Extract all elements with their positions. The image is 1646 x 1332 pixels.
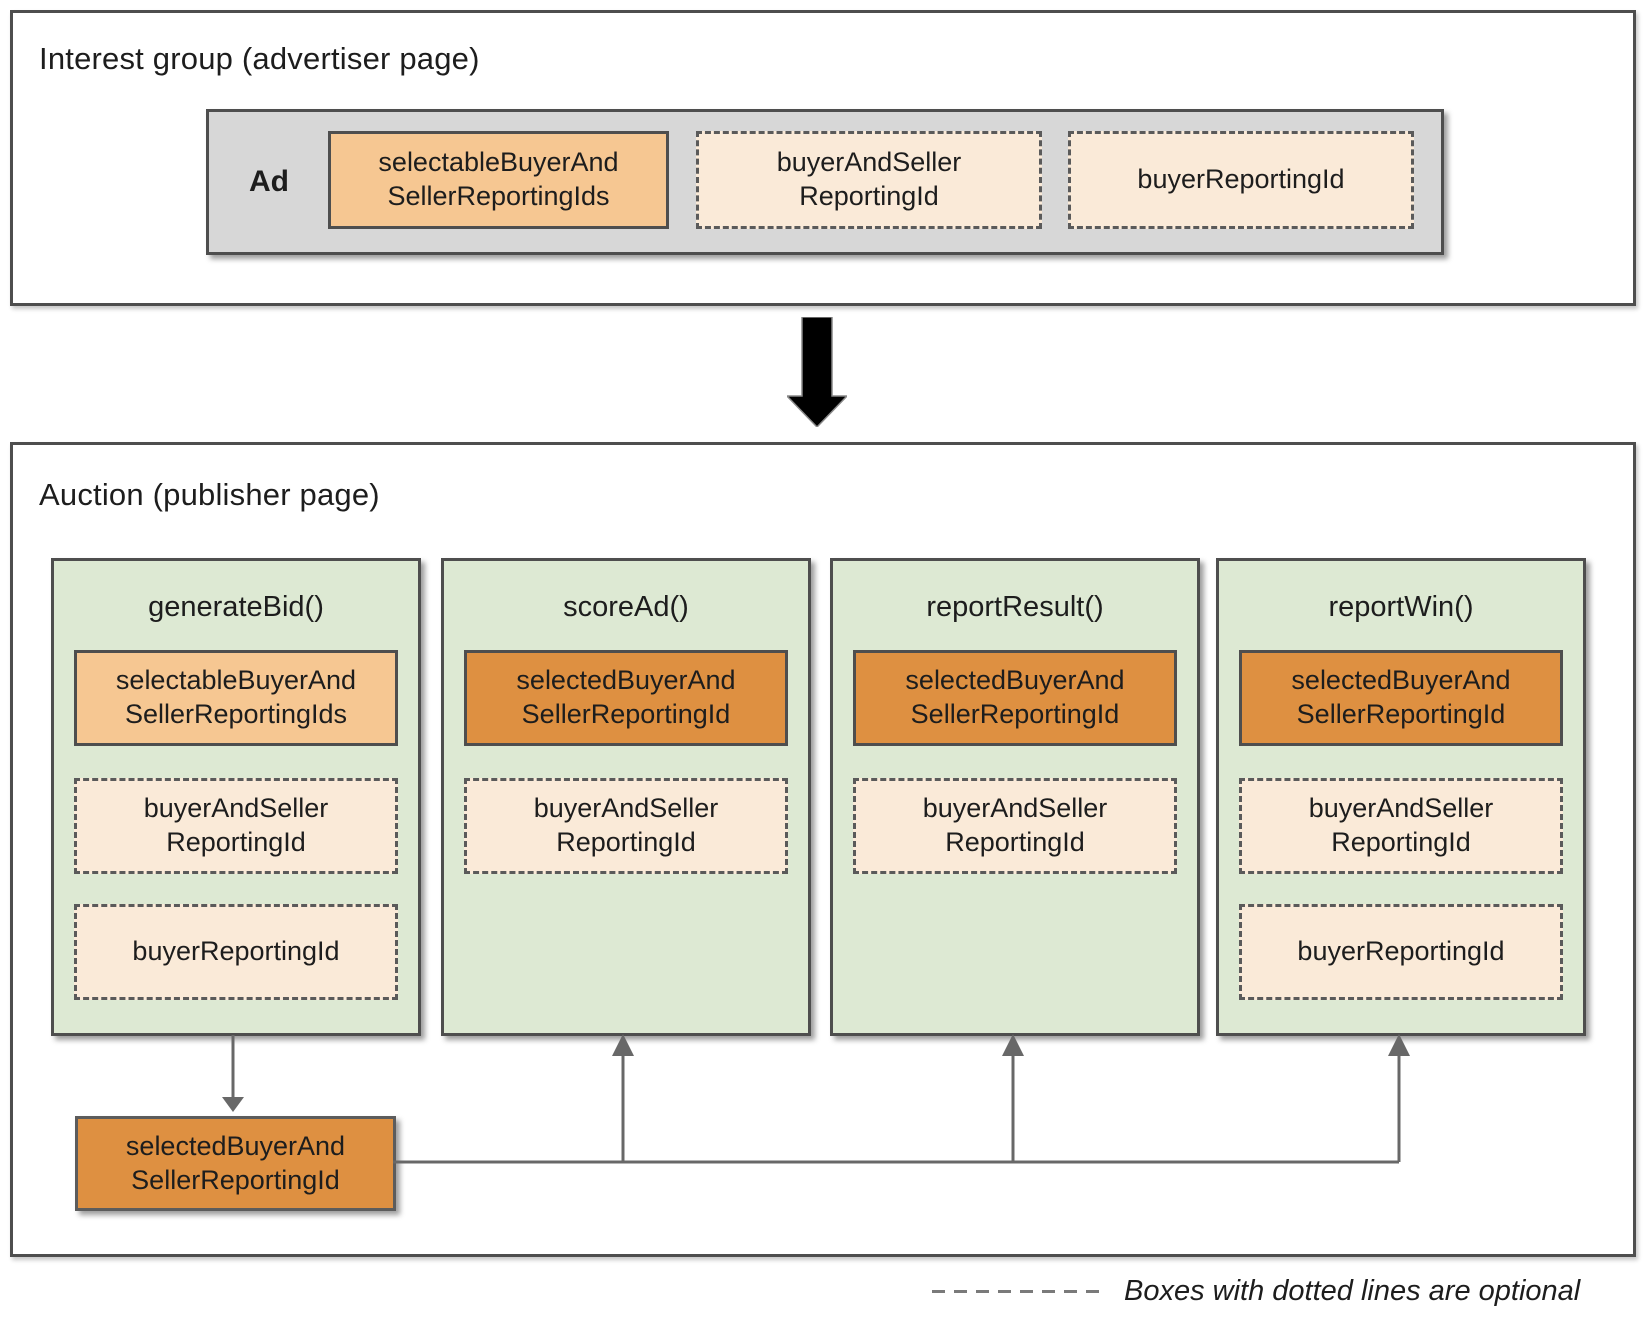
box-selectable-buyer-and-seller-reporting-ids: selectableBuyerAnd SellerReportingIds bbox=[74, 650, 398, 746]
box-label: selectedBuyerAnd SellerReportingId bbox=[125, 1130, 346, 1195]
box-buyer-and-seller-reporting-id: buyerAndSeller ReportingId bbox=[74, 778, 398, 874]
box-label: selectedBuyerAnd SellerReportingId bbox=[1291, 665, 1511, 729]
box-label: selectableBuyerAnd SellerReportingIds bbox=[378, 147, 619, 211]
column-report-win: reportWin() selectedBuyerAnd SellerRepor… bbox=[1216, 558, 1586, 1036]
column-title: generateBid() bbox=[148, 590, 324, 623]
column-title: reportResult() bbox=[926, 590, 1104, 623]
box-buyer-reporting-id: buyerReportingId bbox=[74, 904, 398, 1000]
column-generate-bid: generateBid() selectableBuyerAnd SellerR… bbox=[51, 558, 421, 1036]
box-label: selectedBuyerAnd SellerReportingId bbox=[516, 665, 736, 729]
ad-container: Ad selectableBuyerAnd SellerReportingIds… bbox=[206, 109, 1444, 255]
box-label: buyerReportingId bbox=[1137, 164, 1345, 195]
box-buyer-and-seller-reporting-id: buyerAndSeller ReportingId bbox=[464, 778, 788, 874]
ad-label: Ad bbox=[249, 165, 289, 198]
legend-text: Boxes with dotted lines are optional bbox=[1124, 1275, 1581, 1307]
box-label: buyerReportingId bbox=[1297, 936, 1505, 967]
box-buyer-and-seller-reporting-id: buyerAndSeller ReportingId bbox=[853, 778, 1177, 874]
box-label: buyerReportingId bbox=[132, 936, 340, 967]
auction-title: Auction (publisher page) bbox=[39, 477, 380, 512]
down-arrow-icon bbox=[785, 316, 849, 432]
interest-group-title: Interest group (advertiser page) bbox=[39, 41, 480, 76]
box-selectable-buyer-and-seller-reporting-ids: selectableBuyerAnd SellerReportingIds bbox=[328, 131, 669, 229]
column-title: scoreAd() bbox=[563, 590, 689, 623]
box-selected-buyer-and-seller-reporting-id-output: selectedBuyerAnd SellerReportingId bbox=[75, 1116, 396, 1211]
box-label: buyerAndSeller ReportingId bbox=[776, 147, 962, 211]
interest-group-panel: Interest group (advertiser page) Ad sele… bbox=[10, 10, 1636, 306]
box-label: buyerAndSeller ReportingId bbox=[143, 793, 329, 857]
box-label: buyerAndSeller ReportingId bbox=[1308, 793, 1494, 857]
column-report-result: reportResult() selectedBuyerAnd SellerRe… bbox=[830, 558, 1200, 1036]
box-buyer-reporting-id: buyerReportingId bbox=[1239, 904, 1563, 1000]
auction-panel: Auction (publisher page) generateBid() s… bbox=[10, 442, 1636, 1257]
box-buyer-and-seller-reporting-id: buyerAndSeller ReportingId bbox=[1239, 778, 1563, 874]
box-label: selectedBuyerAnd SellerReportingId bbox=[905, 665, 1125, 729]
box-label: buyerAndSeller ReportingId bbox=[922, 793, 1108, 857]
column-score-ad: scoreAd() selectedBuyerAnd SellerReporti… bbox=[441, 558, 811, 1036]
box-buyer-reporting-id: buyerReportingId bbox=[1068, 131, 1414, 229]
box-label: selectableBuyerAnd SellerReportingIds bbox=[115, 665, 357, 729]
box-selected-buyer-and-seller-reporting-id: selectedBuyerAnd SellerReportingId bbox=[1239, 650, 1563, 746]
box-selected-buyer-and-seller-reporting-id: selectedBuyerAnd SellerReportingId bbox=[853, 650, 1177, 746]
column-title: reportWin() bbox=[1328, 590, 1474, 623]
box-selected-buyer-and-seller-reporting-id: selectedBuyerAnd SellerReportingId bbox=[464, 650, 788, 746]
legend-dash-icon bbox=[932, 1290, 1102, 1293]
box-buyer-and-seller-reporting-id: buyerAndSeller ReportingId bbox=[696, 131, 1042, 229]
box-label: buyerAndSeller ReportingId bbox=[533, 793, 719, 857]
